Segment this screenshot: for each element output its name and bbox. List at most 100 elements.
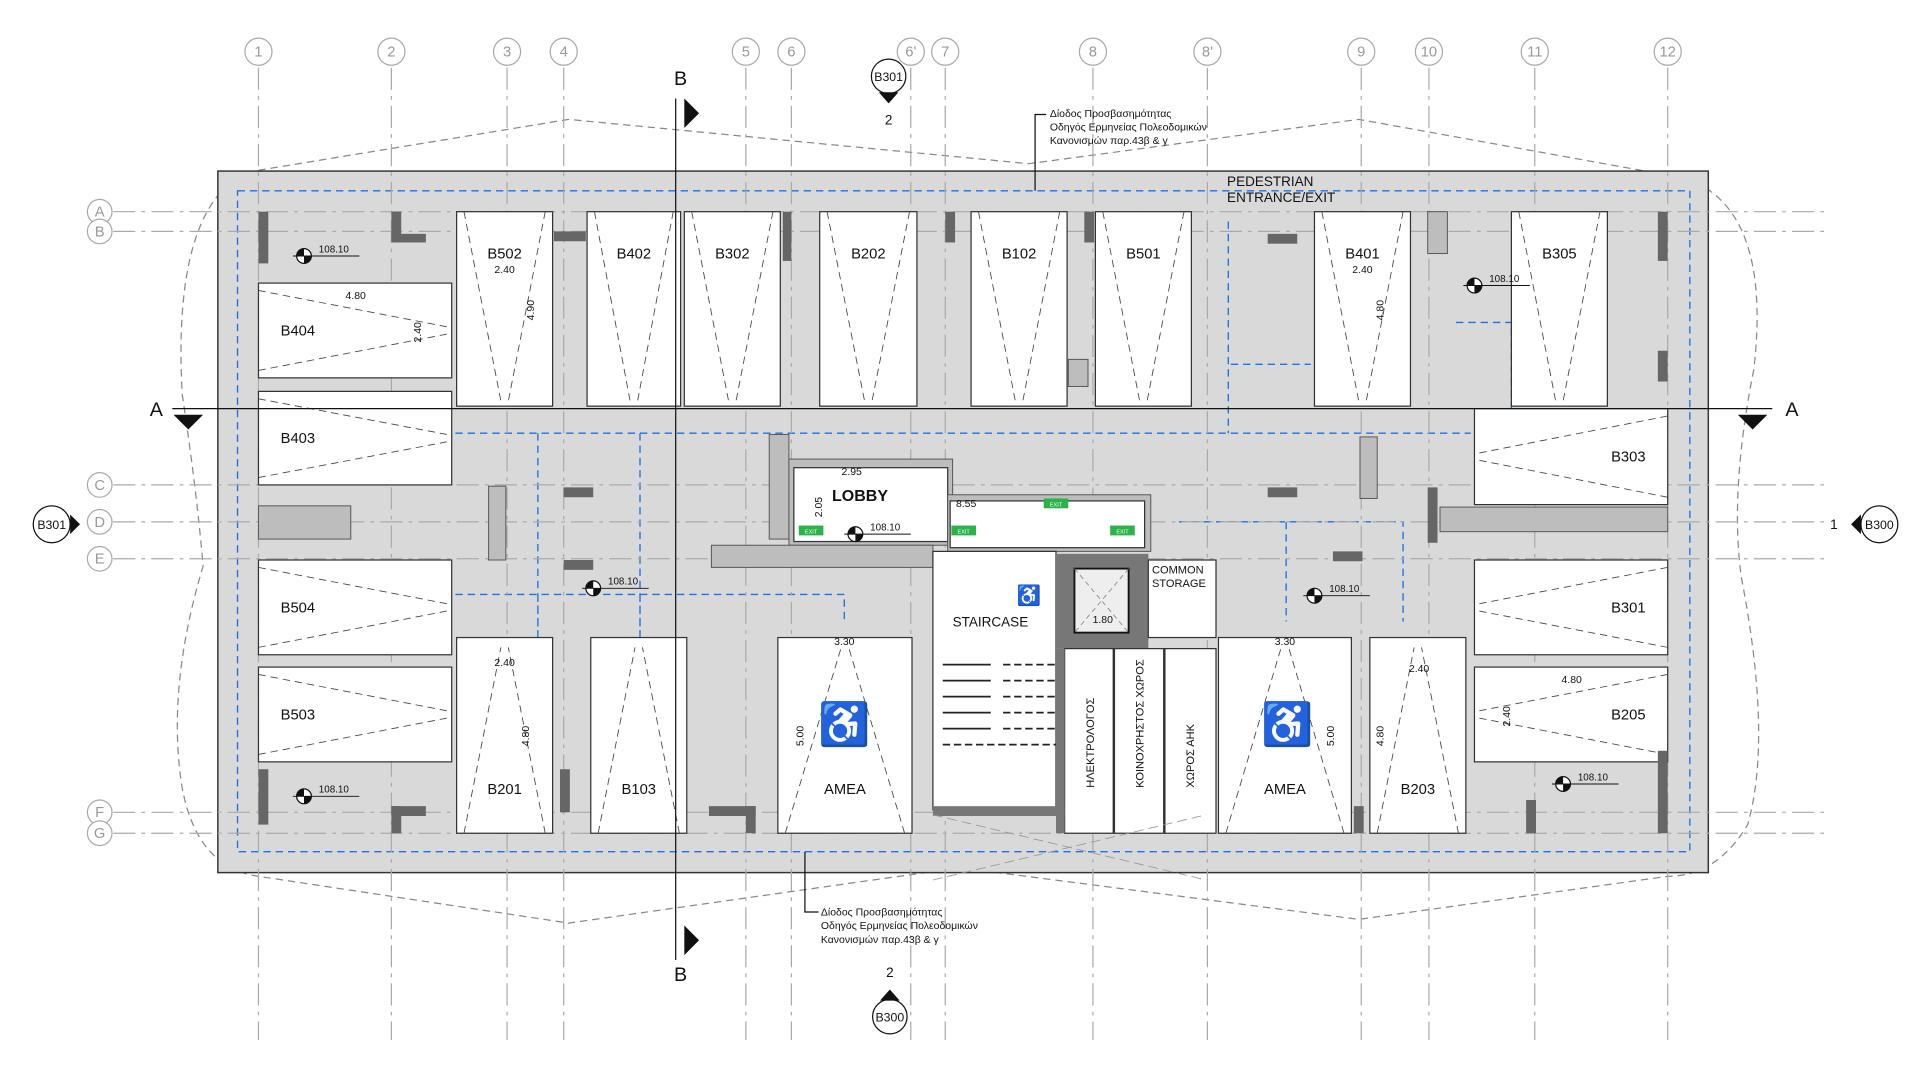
grid-label: 3 [503,45,511,61]
parking-stall: B103 [590,636,688,834]
parking-stall-label: B201 [487,782,521,798]
parking-stall-label: B504 [281,600,315,616]
accessibility-note-bottom: Δίοδος Προσβασημότητας Οδηγός Ερμηνείας … [804,851,978,946]
parking-stall: B301 [1473,559,1669,656]
grid-label: 4 [560,45,568,61]
exit-sign-icon: EXIT [951,525,976,536]
grid-bubble [1347,37,1376,66]
svg-text:Δίοδος Προσβασημότητας: Δίοδος Προσβασημότητας [821,907,942,919]
svg-text:1.80: 1.80 [1093,615,1114,626]
grid-label: 11 [1527,45,1542,61]
parking-stall: B303 [1473,408,1669,506]
svg-text:2.40: 2.40 [413,322,424,343]
level-value: 108.10 [1489,274,1520,285]
grid-label: 9 [1357,45,1365,61]
room-ahk: ΧΩΡΟΣ ΑΗΚ [1185,723,1197,787]
svg-text:2.40: 2.40 [1409,664,1430,675]
wheelchair-icon: ♿ [1261,700,1313,748]
svg-text:EXIT: EXIT [805,530,818,536]
svg-text:Κανονισμών παρ.43β & γ: Κανονισμών παρ.43β & γ [821,934,940,946]
grid-bubble [896,37,925,66]
parking-stall: B102 [970,211,1068,407]
grid-bubble [86,508,113,535]
svg-text:4.80: 4.80 [346,291,367,302]
parking-stall-label: B301 [1611,600,1645,616]
pedestrian-entrance-label: PEDESTRIAN [1227,174,1313,189]
parking-stall-label: B305 [1542,246,1576,262]
section-b-label-top: B [674,68,687,90]
parking-stall: B404 [257,282,453,379]
parking-stall-label: B503 [281,707,315,723]
room-common-storage: COMMON [1152,565,1204,577]
level-value: 108.10 [870,522,901,533]
svg-text:2: 2 [885,112,893,127]
callout-bottom[interactable]: B300 2 [872,965,908,1035]
exit-sign-icon: EXIT [798,525,824,536]
parking-stall-label: B302 [715,246,749,262]
svg-text:B300: B300 [875,1011,904,1025]
grid-label: 12 [1659,45,1675,61]
grid-bubble [377,37,406,66]
callout-top[interactable]: B301 2 [870,58,907,127]
grid-bubble [1414,37,1444,66]
structural-columns [257,211,1669,834]
svg-text:B301: B301 [874,70,903,84]
callout-left[interactable]: B301 [32,505,80,544]
svg-text:5.00: 5.00 [796,726,807,747]
svg-text:4.80: 4.80 [1562,675,1583,686]
svg-text:Κανονισμών παρ.43β & γ: Κανονισμών παρ.43β & γ [1050,135,1169,147]
room-common-storage-2: STORAGE [1152,578,1206,590]
svg-text:3.30: 3.30 [1275,637,1296,648]
parking-stall-label: B401 [1345,246,1379,262]
grid-label: 2 [387,45,395,61]
room-staircase: STAIRCASE [953,614,1029,629]
level-marker: 108.10 [1463,274,1530,294]
level-value: 108.10 [319,785,350,796]
parking-stall: B205 [1473,666,1669,763]
parking-stall: B302 [683,211,781,407]
svg-text:2.40: 2.40 [494,658,515,669]
svg-text:EXIT: EXIT [958,530,971,536]
parking-stall: B202 [819,211,918,407]
level-markers: 108.10108.10108.10108.10108.10108.10108.… [292,244,1619,805]
grid-label: E [95,552,105,568]
section-b: B B [674,68,700,986]
grid-bubble [86,472,113,498]
svg-text:B301: B301 [37,518,66,532]
level-marker: 108.10 [844,522,911,543]
grid-label: D [94,515,105,531]
parking-stall: B401 [1313,211,1412,407]
grid-bubble [492,37,522,66]
parking-stall-label: AMEA [1264,782,1306,798]
level-marker: 108.10 [292,244,360,264]
svg-text:Οδηγός Ερμηνείας Πολεοδομικών: Οδηγός Ερμηνείας Πολεοδομικών [821,920,978,932]
grid-label: C [94,478,105,494]
building-core [710,433,1217,881]
svg-text:5.00: 5.00 [1326,726,1337,747]
parking-stall-label: B404 [281,323,315,339]
parking-stall: B402 [586,211,682,407]
level-value: 108.10 [1329,584,1360,595]
parking-stall: AMEA [1217,636,1352,834]
grid-bubble [731,37,761,66]
parking-stall: B305 [1510,211,1608,407]
grid-label: 5 [742,45,750,61]
grid-bubble [777,37,806,66]
level-value: 108.10 [608,577,639,588]
section-a: A A [150,399,1799,430]
grid-label: 8 [1089,45,1097,61]
grid-bubble [86,820,113,847]
svg-text:3.30: 3.30 [834,637,855,648]
svg-text:2.40: 2.40 [1352,265,1373,276]
room-common-space: ΚΟΙΝΟΧΡΗΣΤΟΣ ΧΩΡΟΣ [1134,659,1146,788]
svg-text:8.55: 8.55 [956,499,977,510]
svg-text:4.80: 4.80 [1375,726,1386,747]
wheelchair-icon: ♿ [818,700,870,748]
svg-text:2: 2 [886,965,894,980]
callout-right[interactable]: B300 1 [1830,505,1899,544]
svg-text:2.40: 2.40 [494,265,515,276]
grid-bubble [1193,37,1222,66]
parking-stall-label: B102 [1002,246,1036,262]
svg-text:2.40: 2.40 [1502,706,1513,727]
level-value: 108.10 [319,244,350,255]
